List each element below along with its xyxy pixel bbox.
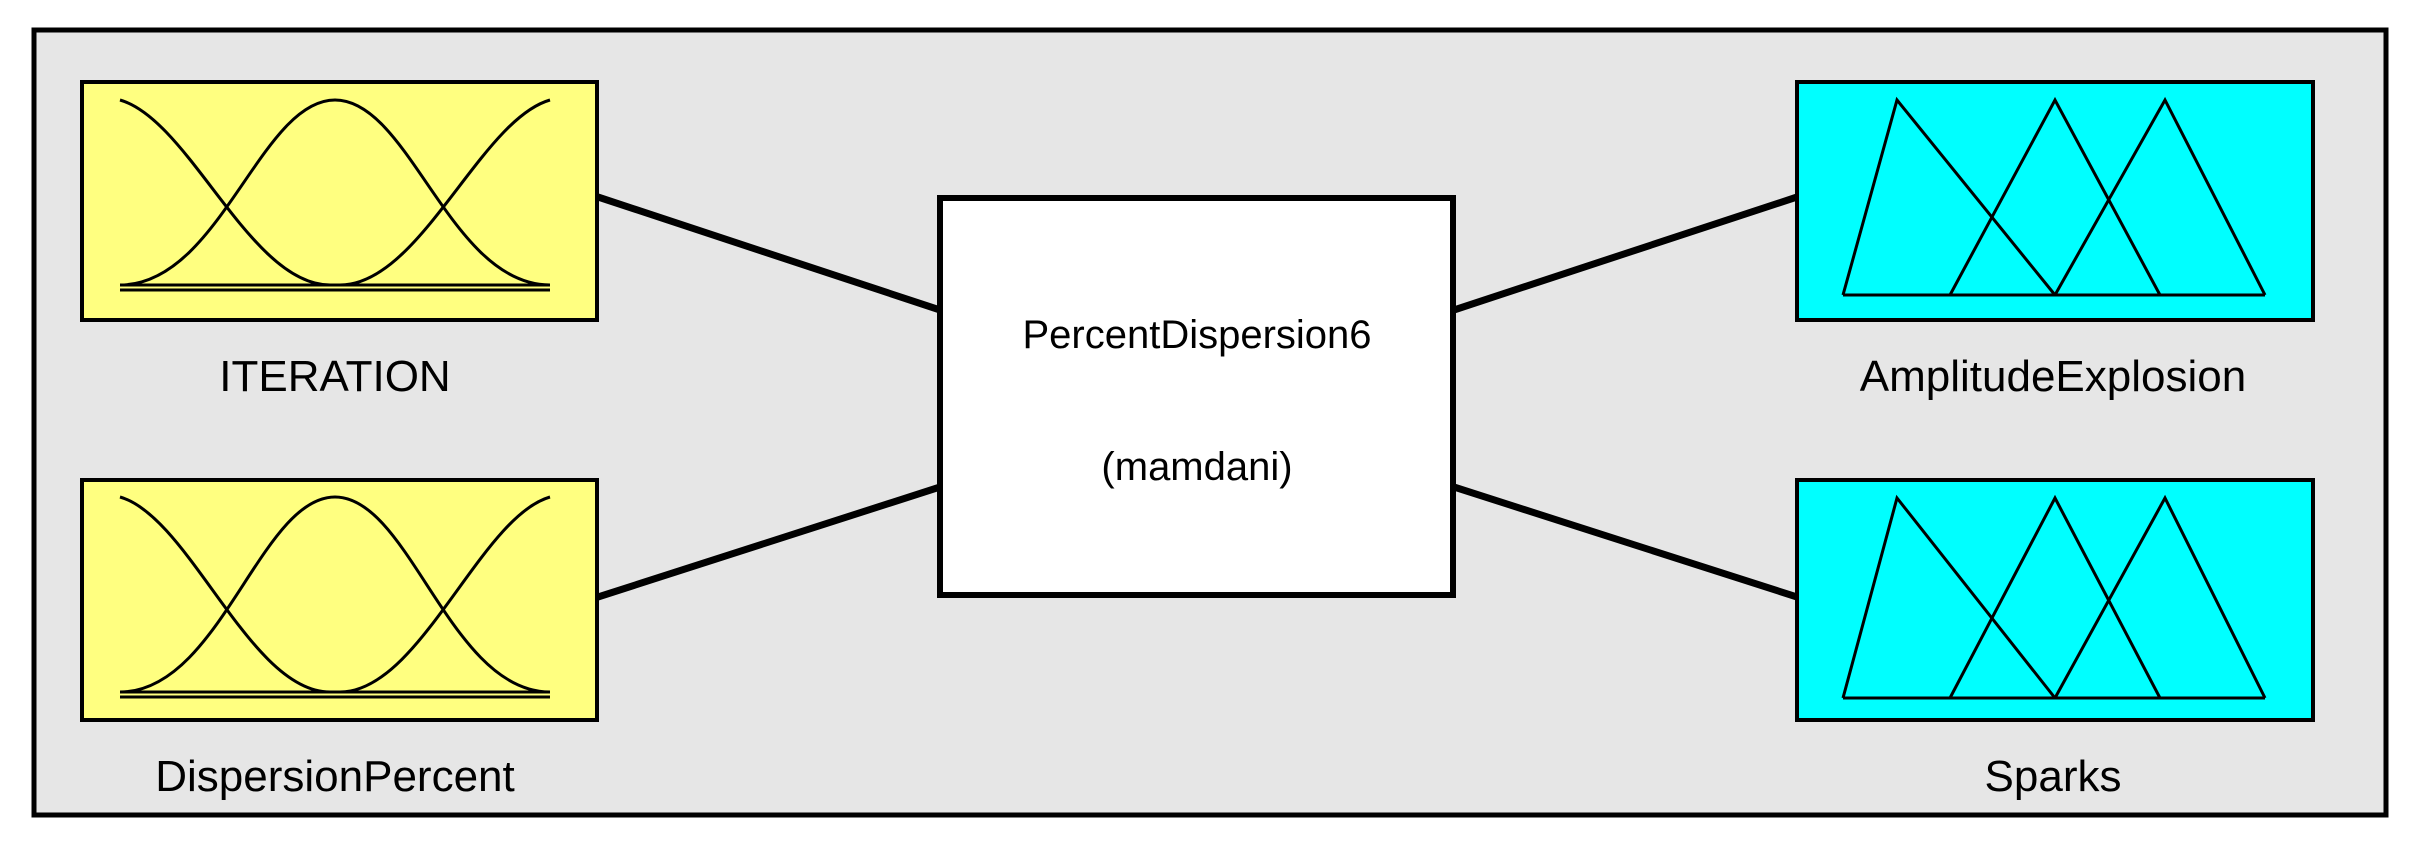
connector-iteration (596, 193, 942, 314)
input-box-iteration[interactable] (80, 80, 599, 322)
output-block-sparks[interactable] (1795, 478, 2315, 722)
input-label-dispersion: DispersionPercent (155, 752, 515, 801)
output-label-sparks: Sparks (1984, 752, 2122, 801)
input-block-dispersion[interactable] (80, 478, 599, 722)
connector-dispersion (596, 483, 942, 601)
system-type: (mamdani) (1101, 445, 1293, 489)
triangular-mf-plot-amplitude (1841, 96, 2267, 297)
gaussian-mf-plot-iteration (119, 98, 551, 292)
triangular-mf-plot-sparks (1841, 494, 2267, 700)
output-box-sparks[interactable] (1795, 478, 2315, 722)
gaussian-mf-plot-dispersion (119, 495, 551, 699)
system-box[interactable] (937, 195, 1456, 598)
input-block-iteration[interactable] (80, 80, 599, 322)
output-label-amplitude: AmplitudeExplosion (1859, 352, 2247, 401)
output-box-amplitude[interactable] (1795, 80, 2315, 322)
connector-sparks (1452, 483, 1799, 601)
connector-amplitude (1452, 193, 1799, 314)
system-name: PercentDispersion6 (1022, 313, 1372, 357)
output-block-amplitude[interactable] (1795, 80, 2315, 322)
input-label-iteration: ITERATION (219, 352, 451, 401)
